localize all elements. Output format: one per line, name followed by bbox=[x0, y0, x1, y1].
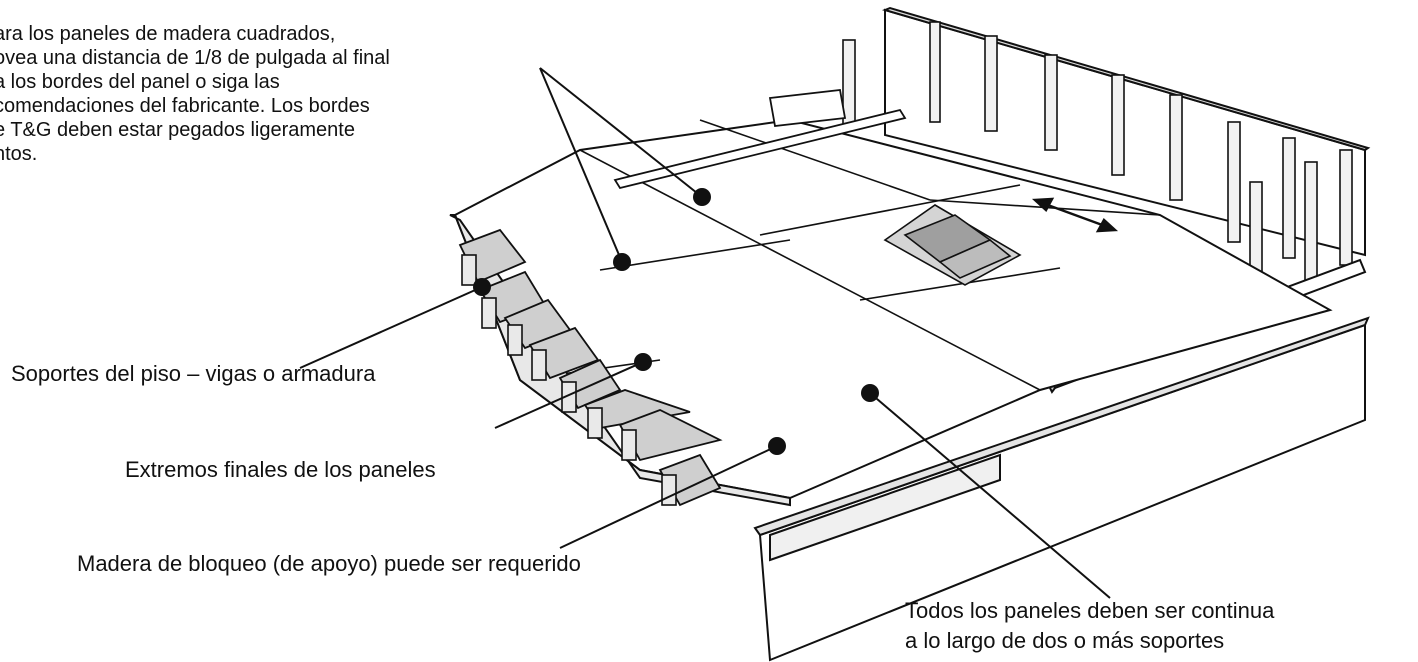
callout-dots bbox=[473, 188, 879, 455]
floor-cutout bbox=[883, 204, 1022, 286]
installation-note: ara los paneles de madera cuadrados, ove… bbox=[0, 22, 554, 166]
label-blocking: Madera de bloqueo (de apoyo) puede ser r… bbox=[77, 551, 581, 576]
note-line-6: ntos. bbox=[0, 143, 38, 165]
wall-studs bbox=[842, 21, 1353, 308]
label-panel-ends: Extremos finales de los paneles bbox=[125, 457, 436, 482]
rim-board bbox=[753, 316, 1370, 662]
back-boards bbox=[613, 89, 907, 190]
label-continuous-line-1: Todos los paneles deben ser continua bbox=[905, 598, 1275, 623]
label-floor-supports: Soportes del piso – vigas o armadura bbox=[11, 361, 376, 386]
double-arrow-icon bbox=[1031, 197, 1119, 233]
label-continuous-panels: Todos los paneles deben ser continua a l… bbox=[905, 596, 1325, 656]
note-line-4: comendaciones del fabricante. Los bordes bbox=[0, 95, 370, 117]
note-line-2: ovea una distancia de 1/8 de pulgada al … bbox=[0, 47, 390, 69]
note-line-1: ara los paneles de madera cuadrados, bbox=[0, 23, 336, 45]
back-wall bbox=[881, 6, 1371, 257]
leader-lines bbox=[299, 67, 1111, 599]
label-continuous-line-2: a lo largo de dos o más soportes bbox=[905, 628, 1225, 653]
note-line-5: e T&G deben estar pegados ligeramente bbox=[0, 119, 355, 141]
note-line-3: a los bordes del panel o siga las bbox=[0, 71, 280, 93]
